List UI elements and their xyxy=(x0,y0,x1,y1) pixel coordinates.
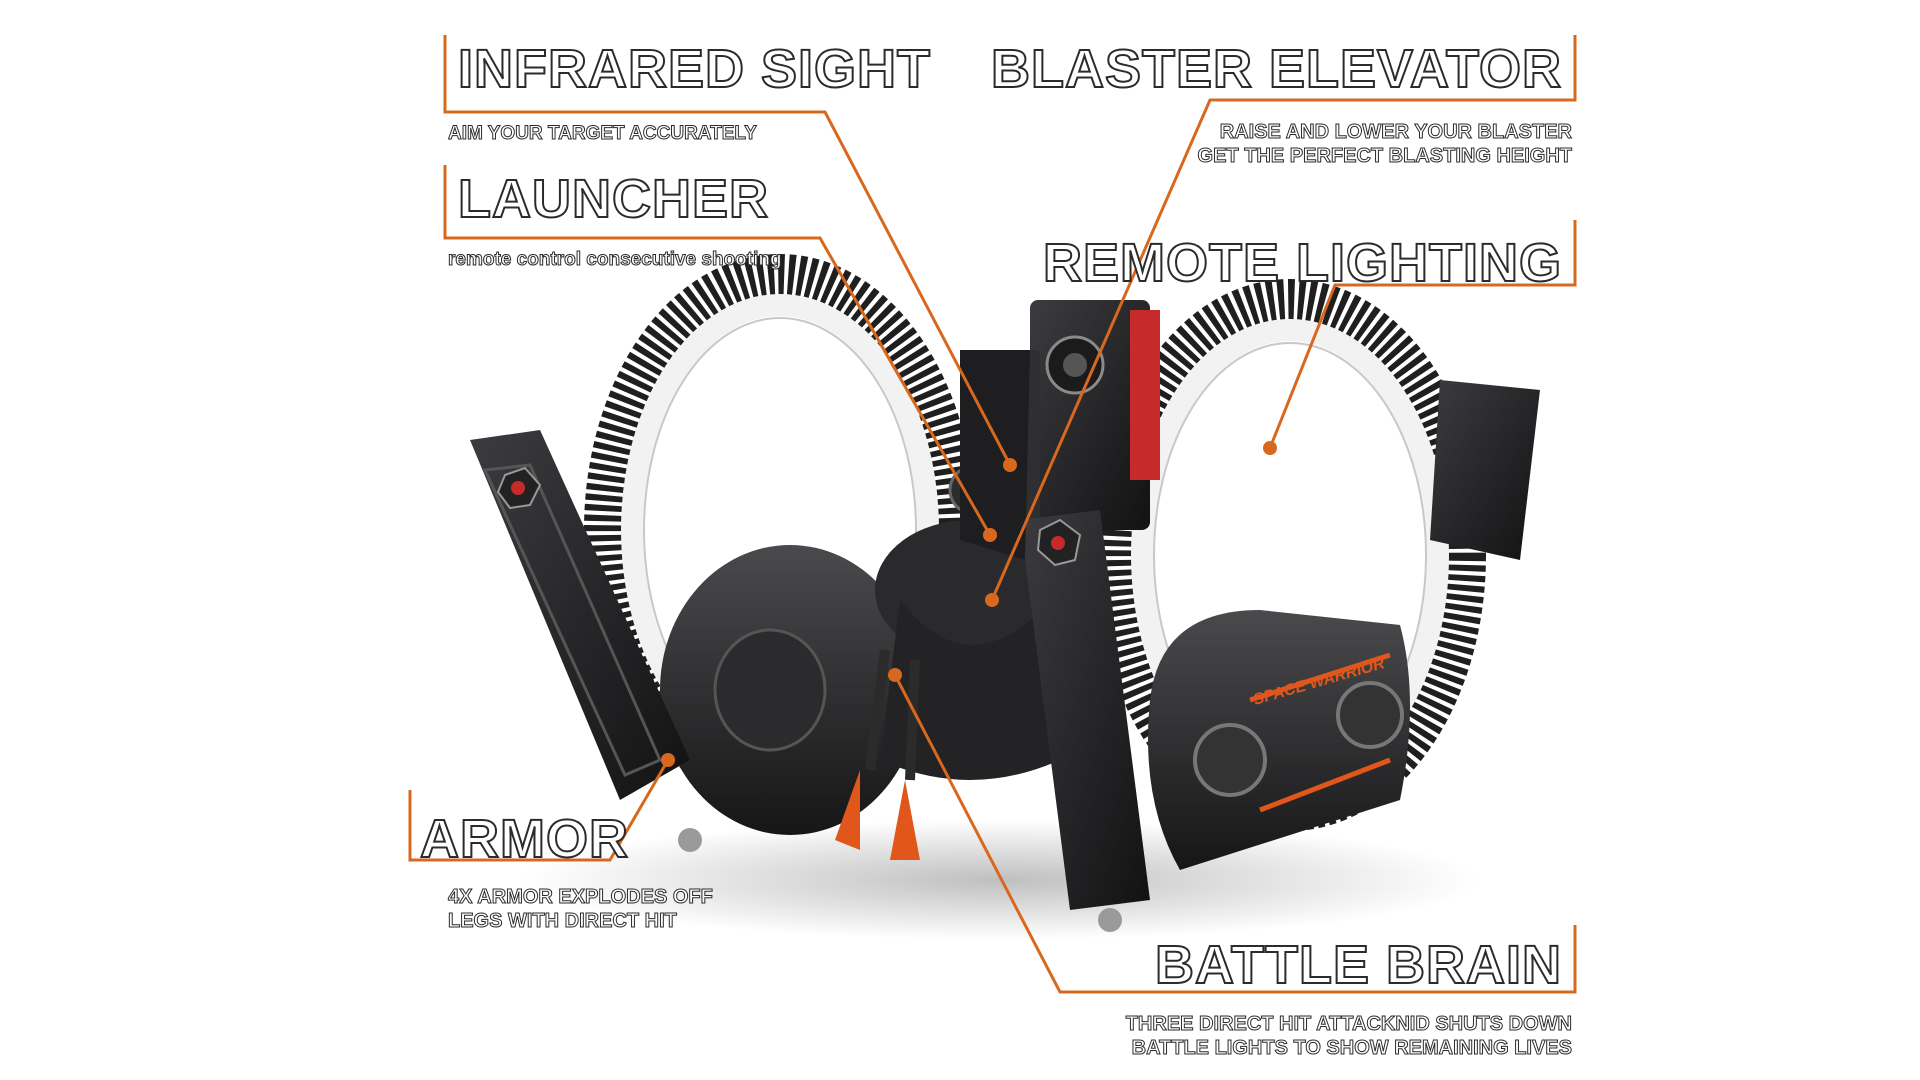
blaster-elevator-title: BLASTER ELEVATOR xyxy=(990,39,1562,99)
callout-line-remote-lighting xyxy=(1268,220,1577,449)
rear-left-leg xyxy=(960,350,1030,560)
blaster-elevator-subtitle-line2: GET THE PERFECT BLASTING HEIGHT xyxy=(1197,145,1572,168)
launcher-title: LAUNCHER xyxy=(457,169,769,229)
armor-title: ARMOR xyxy=(419,809,629,869)
remote-lighting-title: REMOTE LIGHTING xyxy=(1042,233,1562,293)
battle-brain-subtitle-line2: BATTLE LIGHTS TO SHOW REMAINING LIVES xyxy=(1131,1037,1572,1060)
armor-subtitle: 4X ARMOR EXPLODES OFF LEGS WITH DIRECT H… xyxy=(448,885,714,933)
left-leg xyxy=(470,430,702,852)
callout-lines xyxy=(408,35,1577,994)
battle-brain-subtitle-line1: THREE DIRECT HIT ATTACKNID SHUTS DOWN xyxy=(1125,1013,1572,1036)
blaster-elevator-subtitle-line1: RAISE AND LOWER YOUR BLASTER xyxy=(1219,121,1572,144)
center-right-leg xyxy=(1020,510,1150,932)
armor-subtitle-line1: 4X ARMOR EXPLODES OFF xyxy=(448,886,714,909)
right-hub: SPACE WARRIOR xyxy=(1148,610,1410,870)
callout-line-blaster-elevator xyxy=(990,35,1577,601)
left-hub xyxy=(660,545,920,835)
infrared-sight-subtitle: AIM YOUR TARGET ACCURATELY xyxy=(448,123,758,145)
callout-line-infrared-sight xyxy=(443,35,1012,466)
rear-right-leg xyxy=(1430,380,1540,560)
infrared-sight-title: INFRARED SIGHT xyxy=(457,39,931,99)
blaster-elevator-subtitle: RAISE AND LOWER YOUR BLASTER GET THE PER… xyxy=(1197,120,1572,168)
launcher-subtitle: remote control consecutive shooting xyxy=(448,249,783,271)
battle-brain-title: BATTLE BRAIN xyxy=(1154,935,1562,995)
armor-subtitle-line2: LEGS WITH DIRECT HIT xyxy=(448,910,678,933)
front-claws xyxy=(835,649,920,860)
callout-line-armor xyxy=(408,759,670,862)
callout-line-battle-brain xyxy=(893,674,1577,994)
callout-line-launcher xyxy=(443,165,992,536)
battle-brain-subtitle: THREE DIRECT HIT ATTACKNID SHUTS DOWN BA… xyxy=(1125,1012,1572,1060)
